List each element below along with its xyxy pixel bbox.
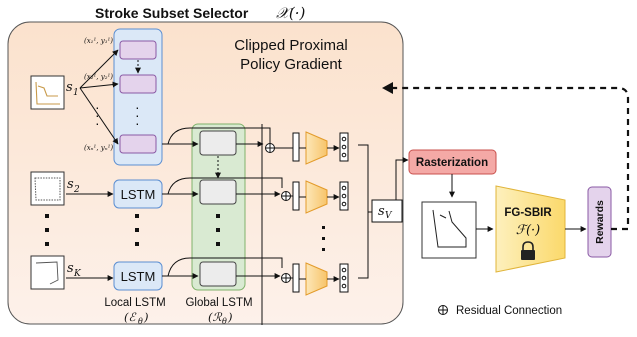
svg-text:·: · [135, 115, 140, 131]
reward-feedback-arrow [389, 86, 630, 231]
cppg-label-line2: Policy Gradient [240, 56, 343, 73]
svg-text:(ℰ: (ℰ [124, 310, 136, 324]
lock-icon [521, 241, 535, 260]
svg-text:2: 2 [73, 185, 80, 195]
svg-text:·: · [95, 107, 100, 123]
sketch-s1-label: s [66, 80, 73, 95]
global-lstm-column [191, 123, 246, 291]
fgsbir-encoder [495, 185, 566, 273]
coord-label-n: (xₙ¹, yₙ¹) [84, 144, 113, 152]
svg-text:1: 1 [73, 88, 79, 98]
global-lstm-cell-k [199, 261, 237, 287]
global-lstm-caption: Global LSTM [185, 297, 252, 309]
local-lstm-caption: Local LSTM [104, 297, 165, 309]
output-vector-1 [339, 132, 349, 162]
rewards-label: Rewards [594, 200, 606, 244]
svg-text:·: · [95, 99, 100, 115]
feature-bar-1 [292, 132, 300, 162]
coord-label-1: (x₁¹, y₁¹) [84, 37, 113, 45]
residual-legend-label: Residual Connection [456, 305, 562, 317]
rasterization-label: Rasterization [416, 157, 488, 169]
fgsbir-label: FG-SBIR [504, 207, 552, 219]
residual-connection-2 [281, 191, 291, 201]
local-lstm-label-2: LSTM [121, 187, 156, 202]
coord-label-2: (x₂¹, y₂¹) [84, 73, 113, 81]
panel-title-symbol: 𝒳(·) [276, 4, 306, 22]
svg-text:V: V [385, 211, 393, 221]
residual-connection-k [281, 273, 291, 283]
stroke-embedding-1 [119, 40, 157, 60]
stroke-embedding-2 [119, 74, 157, 94]
svg-text:(ℛ: (ℛ [208, 310, 222, 324]
stroke-embedding-column [113, 28, 163, 166]
sketch-s2-label: s [67, 177, 74, 192]
sv-label: s [378, 204, 385, 219]
svg-text:·: · [135, 99, 140, 115]
local-lstm-label-k: LSTM [121, 269, 156, 284]
panel-title: Stroke Subset Selector [95, 5, 249, 21]
svg-text:θ: θ [222, 317, 227, 326]
mlp-trapezoid-2 [305, 180, 328, 214]
svg-text:·: · [135, 107, 140, 123]
global-lstm-cell-2 [199, 179, 237, 205]
rewards-box [587, 186, 612, 258]
residual-connection-1 [265, 143, 275, 153]
mlp-trapezoid-k [305, 262, 328, 296]
rasterized-sketch-image [421, 201, 477, 259]
svg-text:): ) [143, 310, 149, 324]
svg-text:K: K [73, 269, 82, 279]
stroke-embedding-n [119, 134, 157, 154]
output-vector-k [339, 263, 349, 293]
cppg-label-line1: Clipped Proximal [234, 37, 347, 54]
output-vector-2 [339, 181, 349, 211]
sketch-sk-thumbnail [30, 255, 65, 290]
feature-bar-k [292, 263, 300, 293]
svg-text:·: · [95, 115, 100, 131]
mlp-trapezoid-1 [305, 131, 328, 165]
sv-box [371, 199, 403, 223]
fgsbir-function: ℱ(·) [516, 223, 541, 238]
feature-bar-2 [292, 181, 300, 211]
svg-text:θ: θ [138, 317, 143, 326]
svg-text:): ) [227, 310, 233, 324]
residual-legend-icon [438, 305, 448, 315]
sketch-sk-label: s [67, 261, 74, 276]
global-lstm-cell-1 [199, 130, 237, 156]
